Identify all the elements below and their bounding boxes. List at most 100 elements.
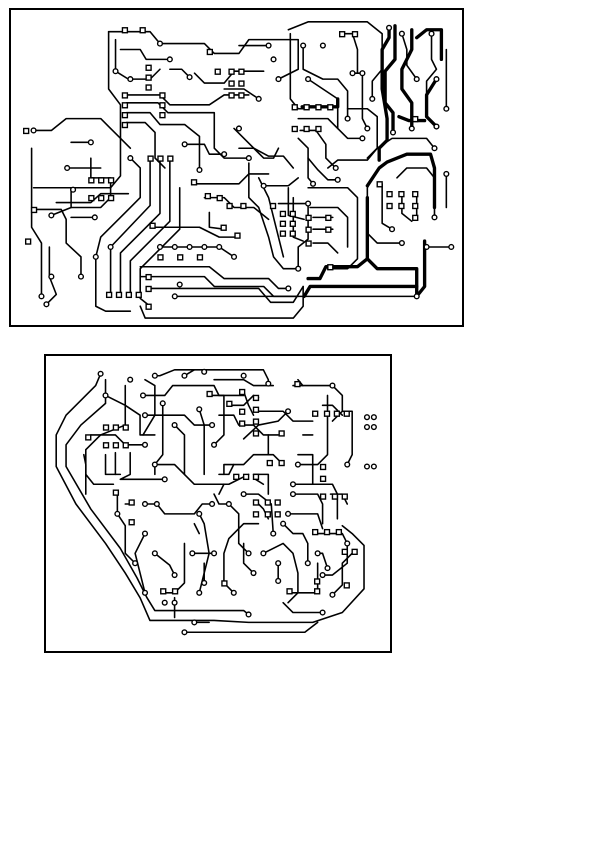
- signal-trace: [70, 157, 112, 209]
- round-pad: [363, 463, 371, 470]
- power-trace: [302, 284, 419, 299]
- signal-trace: [262, 177, 300, 187]
- pcb-layout-bottom: [44, 354, 392, 653]
- square-pad: [279, 220, 287, 227]
- square-pad: [145, 64, 152, 71]
- square-pad: [228, 92, 235, 99]
- round-pad: [161, 476, 168, 483]
- square-pad: [291, 125, 298, 133]
- round-pad: [389, 129, 397, 136]
- round-pad: [191, 619, 198, 626]
- signal-trace: [331, 552, 353, 596]
- square-pad: [319, 463, 327, 471]
- signal-trace: [257, 410, 314, 422]
- square-pad: [107, 194, 115, 202]
- square-pad: [341, 493, 348, 500]
- square-pad: [303, 125, 310, 133]
- square-pad: [121, 102, 129, 109]
- square-pad: [294, 380, 301, 388]
- signal-trace: [309, 206, 349, 248]
- signal-trace: [124, 384, 156, 436]
- signal-trace: [282, 522, 309, 564]
- signal-trace: [297, 394, 329, 466]
- signal-trace: [83, 453, 115, 486]
- square-pad: [278, 459, 285, 467]
- square-pad: [190, 179, 198, 186]
- square-pad: [286, 588, 293, 595]
- round-pad: [386, 24, 393, 31]
- square-pad: [305, 226, 312, 233]
- signal-trace: [297, 453, 314, 486]
- signal-trace: [169, 68, 191, 78]
- round-pad: [141, 530, 149, 537]
- power-trace: [306, 257, 370, 281]
- round-pad: [240, 372, 247, 379]
- round-pad: [127, 155, 134, 162]
- signal-trace: [142, 378, 156, 436]
- round-pad: [171, 293, 178, 300]
- round-pad: [186, 74, 193, 81]
- signal-trace: [292, 493, 324, 525]
- signal-trace: [139, 275, 300, 298]
- round-pad: [428, 30, 435, 37]
- round-pad: [289, 481, 297, 488]
- square-pad: [252, 473, 260, 481]
- square-pad: [145, 84, 152, 91]
- round-pad: [186, 243, 193, 251]
- round-pad: [324, 565, 331, 572]
- square-pad: [323, 528, 331, 536]
- round-pad: [245, 155, 252, 162]
- round-pad: [370, 463, 377, 470]
- square-pad: [112, 424, 120, 431]
- square-pad: [303, 104, 310, 111]
- square-pad: [226, 400, 233, 408]
- square-pad: [159, 92, 166, 99]
- square-pad: [88, 177, 95, 184]
- signal-trace: [223, 453, 284, 476]
- signal-trace: [218, 414, 279, 436]
- power-trace: [424, 77, 439, 129]
- round-pad: [159, 400, 166, 407]
- signal-trace: [287, 513, 324, 530]
- round-pad: [141, 500, 149, 508]
- signal-trace: [302, 44, 349, 120]
- round-pad: [240, 491, 247, 498]
- power-trace: [365, 152, 437, 210]
- square-pad: [264, 499, 271, 506]
- signal-trace: [55, 192, 130, 204]
- round-pad: [363, 414, 371, 421]
- signal-trace: [107, 30, 132, 150]
- square-pad: [412, 115, 419, 123]
- square-pad: [313, 578, 321, 585]
- signal-trace: [242, 390, 255, 416]
- square-pad: [319, 493, 327, 500]
- signal-trace: [139, 285, 304, 319]
- signal-trace: [144, 414, 213, 426]
- round-pad: [309, 180, 317, 187]
- square-pad: [269, 202, 277, 210]
- square-pad: [102, 442, 110, 449]
- round-pad: [201, 579, 208, 586]
- round-pad: [319, 571, 326, 579]
- round-pad: [285, 285, 292, 292]
- signal-trace: [218, 463, 235, 476]
- round-pad: [370, 414, 377, 421]
- power-trace: [400, 28, 414, 131]
- signal-trace: [163, 542, 186, 594]
- square-pad: [305, 214, 312, 222]
- square-pad: [98, 177, 105, 184]
- power-trace: [415, 239, 427, 299]
- signal-trace: [55, 372, 365, 624]
- round-pad: [443, 170, 450, 177]
- round-pad: [270, 530, 277, 537]
- round-pad: [166, 56, 173, 63]
- round-pad: [398, 239, 405, 247]
- square-pad: [226, 202, 233, 210]
- power-trace: [397, 114, 427, 123]
- square-pad: [159, 102, 166, 109]
- round-pad: [275, 560, 282, 567]
- round-pad: [171, 422, 178, 429]
- round-pad: [250, 569, 257, 577]
- signal-trace: [248, 162, 300, 270]
- square-pad: [323, 410, 331, 417]
